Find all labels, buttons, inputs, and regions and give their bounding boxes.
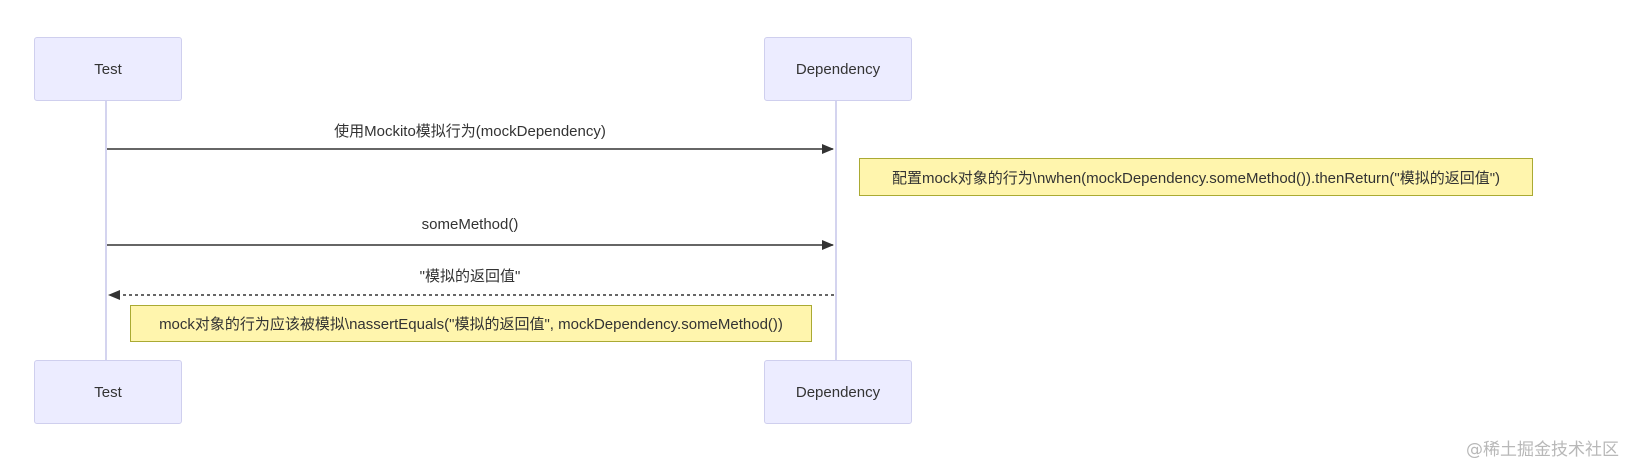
actor-dependency-bottom: Dependency (764, 360, 912, 424)
message-label-2: someMethod() (421, 216, 519, 233)
lifeline-test (105, 101, 107, 361)
watermark: @稀土掘金技术社区 (1466, 440, 1619, 460)
lifeline-dependency (835, 101, 837, 361)
actor-test-top: Test (34, 37, 182, 101)
message-label-1: 使用Mockito模拟行为(mockDependency) (334, 123, 606, 140)
actor-dependency-top: Dependency (764, 37, 912, 101)
note-configure-mock: 配置mock对象的行为\nwhen(mockDependency.someMet… (859, 158, 1533, 196)
actor-test-bottom: Test (34, 360, 182, 424)
message-label-3: "模拟的返回值" (419, 268, 521, 285)
note-assert-equals: mock对象的行为应该被模拟\nassertEquals("模拟的返回值", m… (130, 305, 812, 342)
